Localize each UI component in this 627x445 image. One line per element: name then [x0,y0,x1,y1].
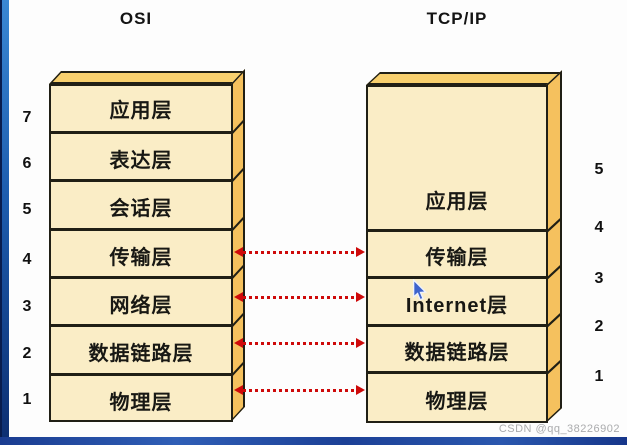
arrowhead-left-icon [234,247,243,257]
osi-layer-2: 数据链路层 [51,324,231,376]
osi-layer-5: 会话层 [51,179,231,231]
osi-layer-label: 物理层 [109,391,173,414]
dotted-line [243,295,356,299]
osi-layer-number-4: 4 [22,251,32,268]
osi-layer-number-1: 1 [22,391,32,408]
left-edge-stripe [0,0,9,438]
tcpip-layer-number-3: 3 [594,270,604,287]
mapping-arrow-物理层 [234,385,365,395]
tcpip-layer-1: 物理层 [368,371,546,425]
tcpip-layer-label: Internet层 [405,294,509,317]
osi-side-separator [232,360,244,377]
osi-side-separator [232,215,244,232]
osi-layer-number-5: 5 [22,201,32,218]
osi-side-separator [232,118,244,135]
osi-layer-label: 网络层 [109,294,173,317]
tcpip-stack: 应用层传输层 Internet层数据链路层物理层 [366,70,562,424]
arrowhead-left-icon [234,292,243,302]
mouse-pointer-icon [412,279,428,301]
dotted-line [243,341,356,345]
osi-layer-label: 会话层 [109,198,173,220]
tcpip-layer-label: 传输层 [425,247,489,269]
osi-layer-3: 网络层 [51,276,231,327]
arrowhead-right-icon [356,385,365,395]
tcpip-layer-number-4: 4 [594,219,604,236]
tcpip-side-separator [547,216,561,233]
osi-layer-label: 数据链路层 [88,343,194,365]
dotted-line [243,388,356,392]
osi-layer-7: 应用层 [51,84,231,132]
tcpip-layer-number-5: 5 [594,161,604,178]
osi-layer-number-2: 2 [22,345,32,362]
tcpip-stack-side-face [546,70,562,424]
osi-side-separator [232,311,244,328]
osi-layer-label: 表达层 [109,149,173,172]
arrowhead-right-icon [356,292,365,302]
osi-stack: 应用层表达层会话层传输层网络层数据链路层物理层 [49,68,245,422]
tcpip-stack-top-face [366,72,562,85]
osi-layer-label: 应用层 [109,99,173,122]
tcpip-layer-3: Internet层 [368,276,546,327]
osi-layer-number-6: 6 [22,155,32,172]
tcpip-layer-label: 应用层 [425,191,489,213]
tcpip-side-separator [547,263,561,280]
arrowhead-right-icon [356,247,365,257]
osi-layer-number-3: 3 [22,298,32,315]
osi-side-separator [232,263,244,280]
tcpip-layer-2: 数据链路层 [368,324,546,374]
bottom-edge-bar [0,437,627,445]
osi-stack-top-face [49,71,245,84]
arrowhead-left-icon [234,385,243,395]
tcpip-layer-number-2: 2 [594,318,604,335]
tcpip-stack-front-face: 应用层传输层 Internet层数据链路层物理层 [366,85,548,423]
tcpip-layer-4: 传输层 [368,229,546,279]
tcpip-layer-label: 物理层 [425,391,489,413]
arrowhead-right-icon [356,338,365,348]
osi-layer-4: 传输层 [51,228,231,279]
osi-layer-6: 表达层 [51,131,231,182]
osi-title: OSI [119,9,153,28]
csdn-watermark: CSDN @qq_38226902 [498,423,620,435]
osi-layer-label: 传输层 [109,246,173,269]
mapping-arrow-网络层 [234,292,365,302]
tcpip-layer-number-1: 1 [594,368,604,385]
tcpip-layer-label: 数据链路层 [404,342,510,364]
tcpip-layer-5: 应用层 [368,85,546,230]
osi-stack-front-face: 应用层表达层会话层传输层网络层数据链路层物理层 [49,84,233,422]
arrowhead-left-icon [234,338,243,348]
osi-stack-side-face [231,68,245,422]
osi-layer-number-7: 7 [22,109,32,126]
tcpip-side-separator [547,358,561,375]
dotted-line [243,250,356,254]
osi-layer-1: 物理层 [51,373,231,424]
mapping-arrow-传输层 [234,247,365,257]
mapping-arrow-数据链路层 [234,338,365,348]
osi-side-separator [232,166,244,183]
tcpip-side-separator [547,311,561,328]
tcpip-title: TCP/IP [426,9,488,28]
